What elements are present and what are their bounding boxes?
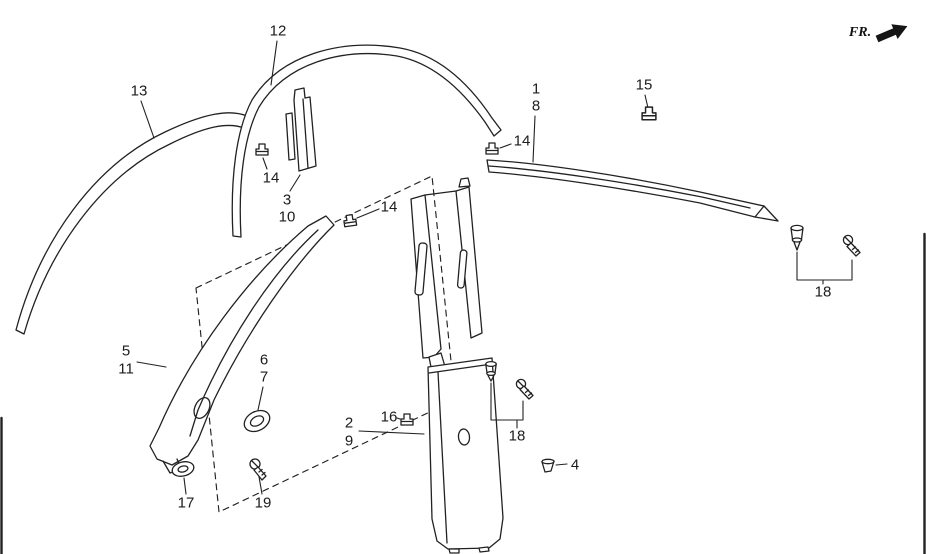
grommet-17 [171,461,195,477]
callout-12: 12 [269,22,287,40]
clip-14-upper-icon [485,142,499,155]
fastener-set-18-center [485,360,534,400]
grommet-6-7 [243,409,271,433]
weatherstrip-front-13 [15,112,248,335]
callout-5: 5 [121,342,131,360]
leader-lines [136,40,853,495]
callout-14-left: 14 [262,169,280,187]
roof-rail-garnish-1-8 [486,159,779,222]
stud-4 [541,458,555,473]
callout-7: 7 [259,368,269,386]
callout-2: 2 [344,414,354,432]
fr-direction-arrow-icon [875,24,908,43]
callout-13: 13 [130,82,148,100]
b-pillar-upper-garnish [410,177,483,379]
clip-14-center-icon [342,213,358,228]
a-pillar-garnish-5-11 [149,215,335,474]
weatherstrip-rear-12 [231,44,502,238]
clip-15-icon [641,106,657,121]
callout-18-right: 18 [814,283,832,301]
screw-19 [249,458,267,481]
callout-1: 1 [531,80,541,98]
callout-18-center: 18 [508,427,526,445]
sheet-frame [0,232,926,554]
callout-3: 3 [282,191,292,209]
callout-9: 9 [344,432,354,450]
callout-10: 10 [278,208,296,226]
sash-garnish-3-10 [285,87,317,172]
callout-4: 4 [570,456,580,474]
callout-8: 8 [531,97,541,115]
callout-6: 6 [259,351,269,369]
clip-14-left-icon [255,143,269,156]
clip-16-icon [400,413,414,426]
callout-11: 11 [118,360,134,378]
callout-17: 17 [177,494,195,512]
fr-direction-label: FR. [848,25,872,40]
callout-19: 19 [254,494,272,512]
callout-16: 16 [380,408,398,426]
callout-15: 15 [635,76,653,94]
callout-14-center: 14 [380,198,398,216]
fastener-set-18-right [790,224,861,257]
b-pillar-lower-garnish-2-9 [427,357,504,554]
callout-14-upper: 14 [513,132,531,150]
